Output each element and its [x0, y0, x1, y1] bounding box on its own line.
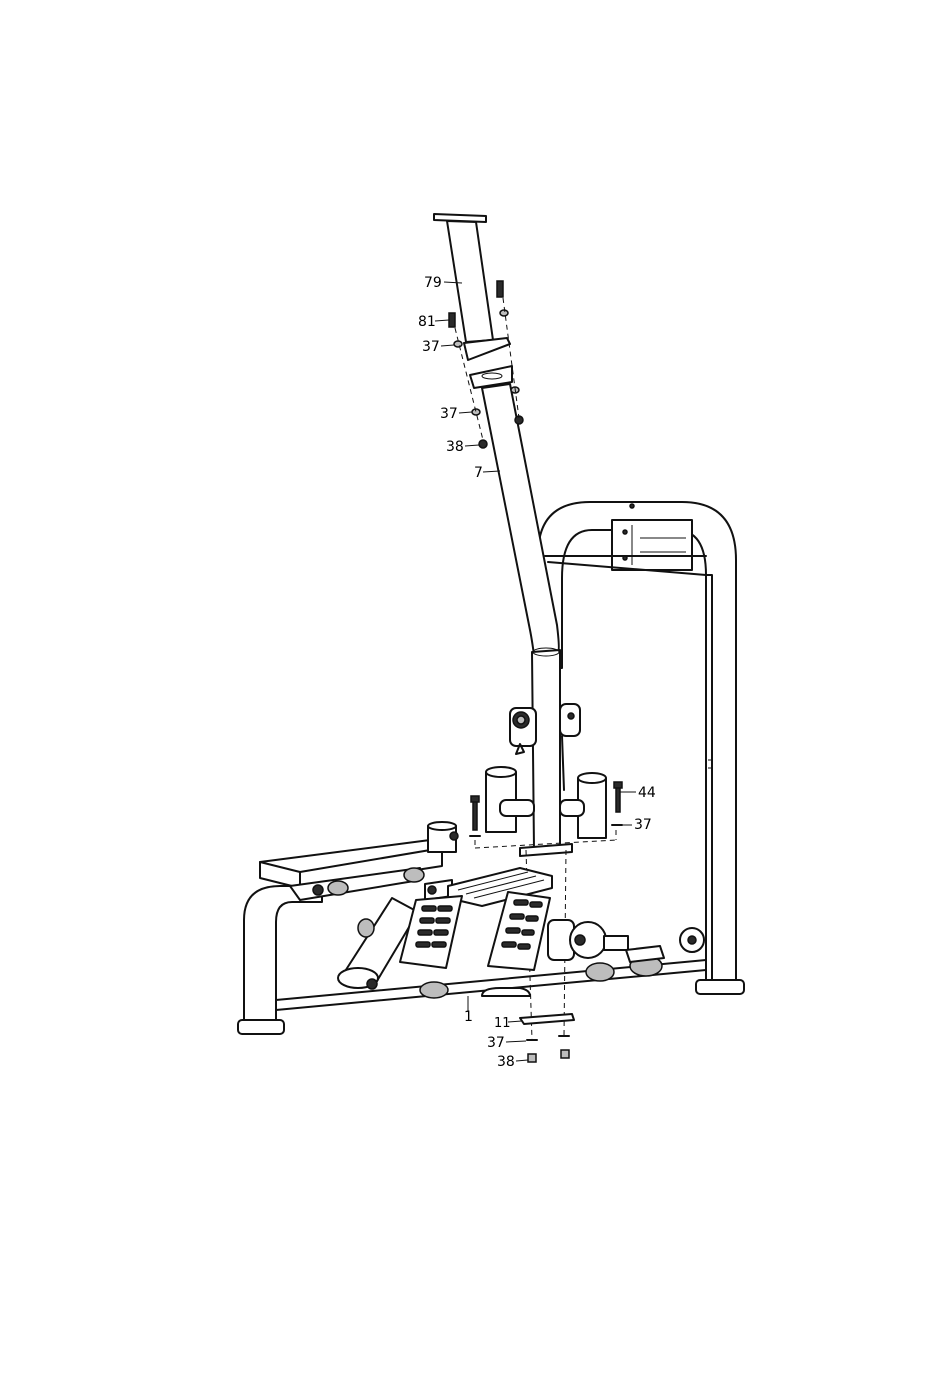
callout-1: 1 [464, 1009, 473, 1025]
callout-38-lower: 38 [497, 1054, 515, 1070]
callout-44: 44 [638, 785, 656, 801]
callout-81: 81 [418, 314, 436, 330]
callout-11: 11 [494, 1016, 511, 1031]
callout-38-upper: 38 [446, 439, 464, 455]
callout-37-mid: 37 [440, 406, 458, 422]
callout-37-upper: 37 [422, 339, 440, 355]
bottom-hardware [520, 1014, 574, 1062]
callout-7: 7 [474, 465, 483, 481]
callout-79: 79 [424, 275, 442, 291]
foot-platform [400, 868, 552, 970]
upper-tube-79 [434, 214, 512, 388]
callout-37-right: 37 [634, 817, 652, 833]
callout-37-lower: 37 [487, 1035, 505, 1051]
